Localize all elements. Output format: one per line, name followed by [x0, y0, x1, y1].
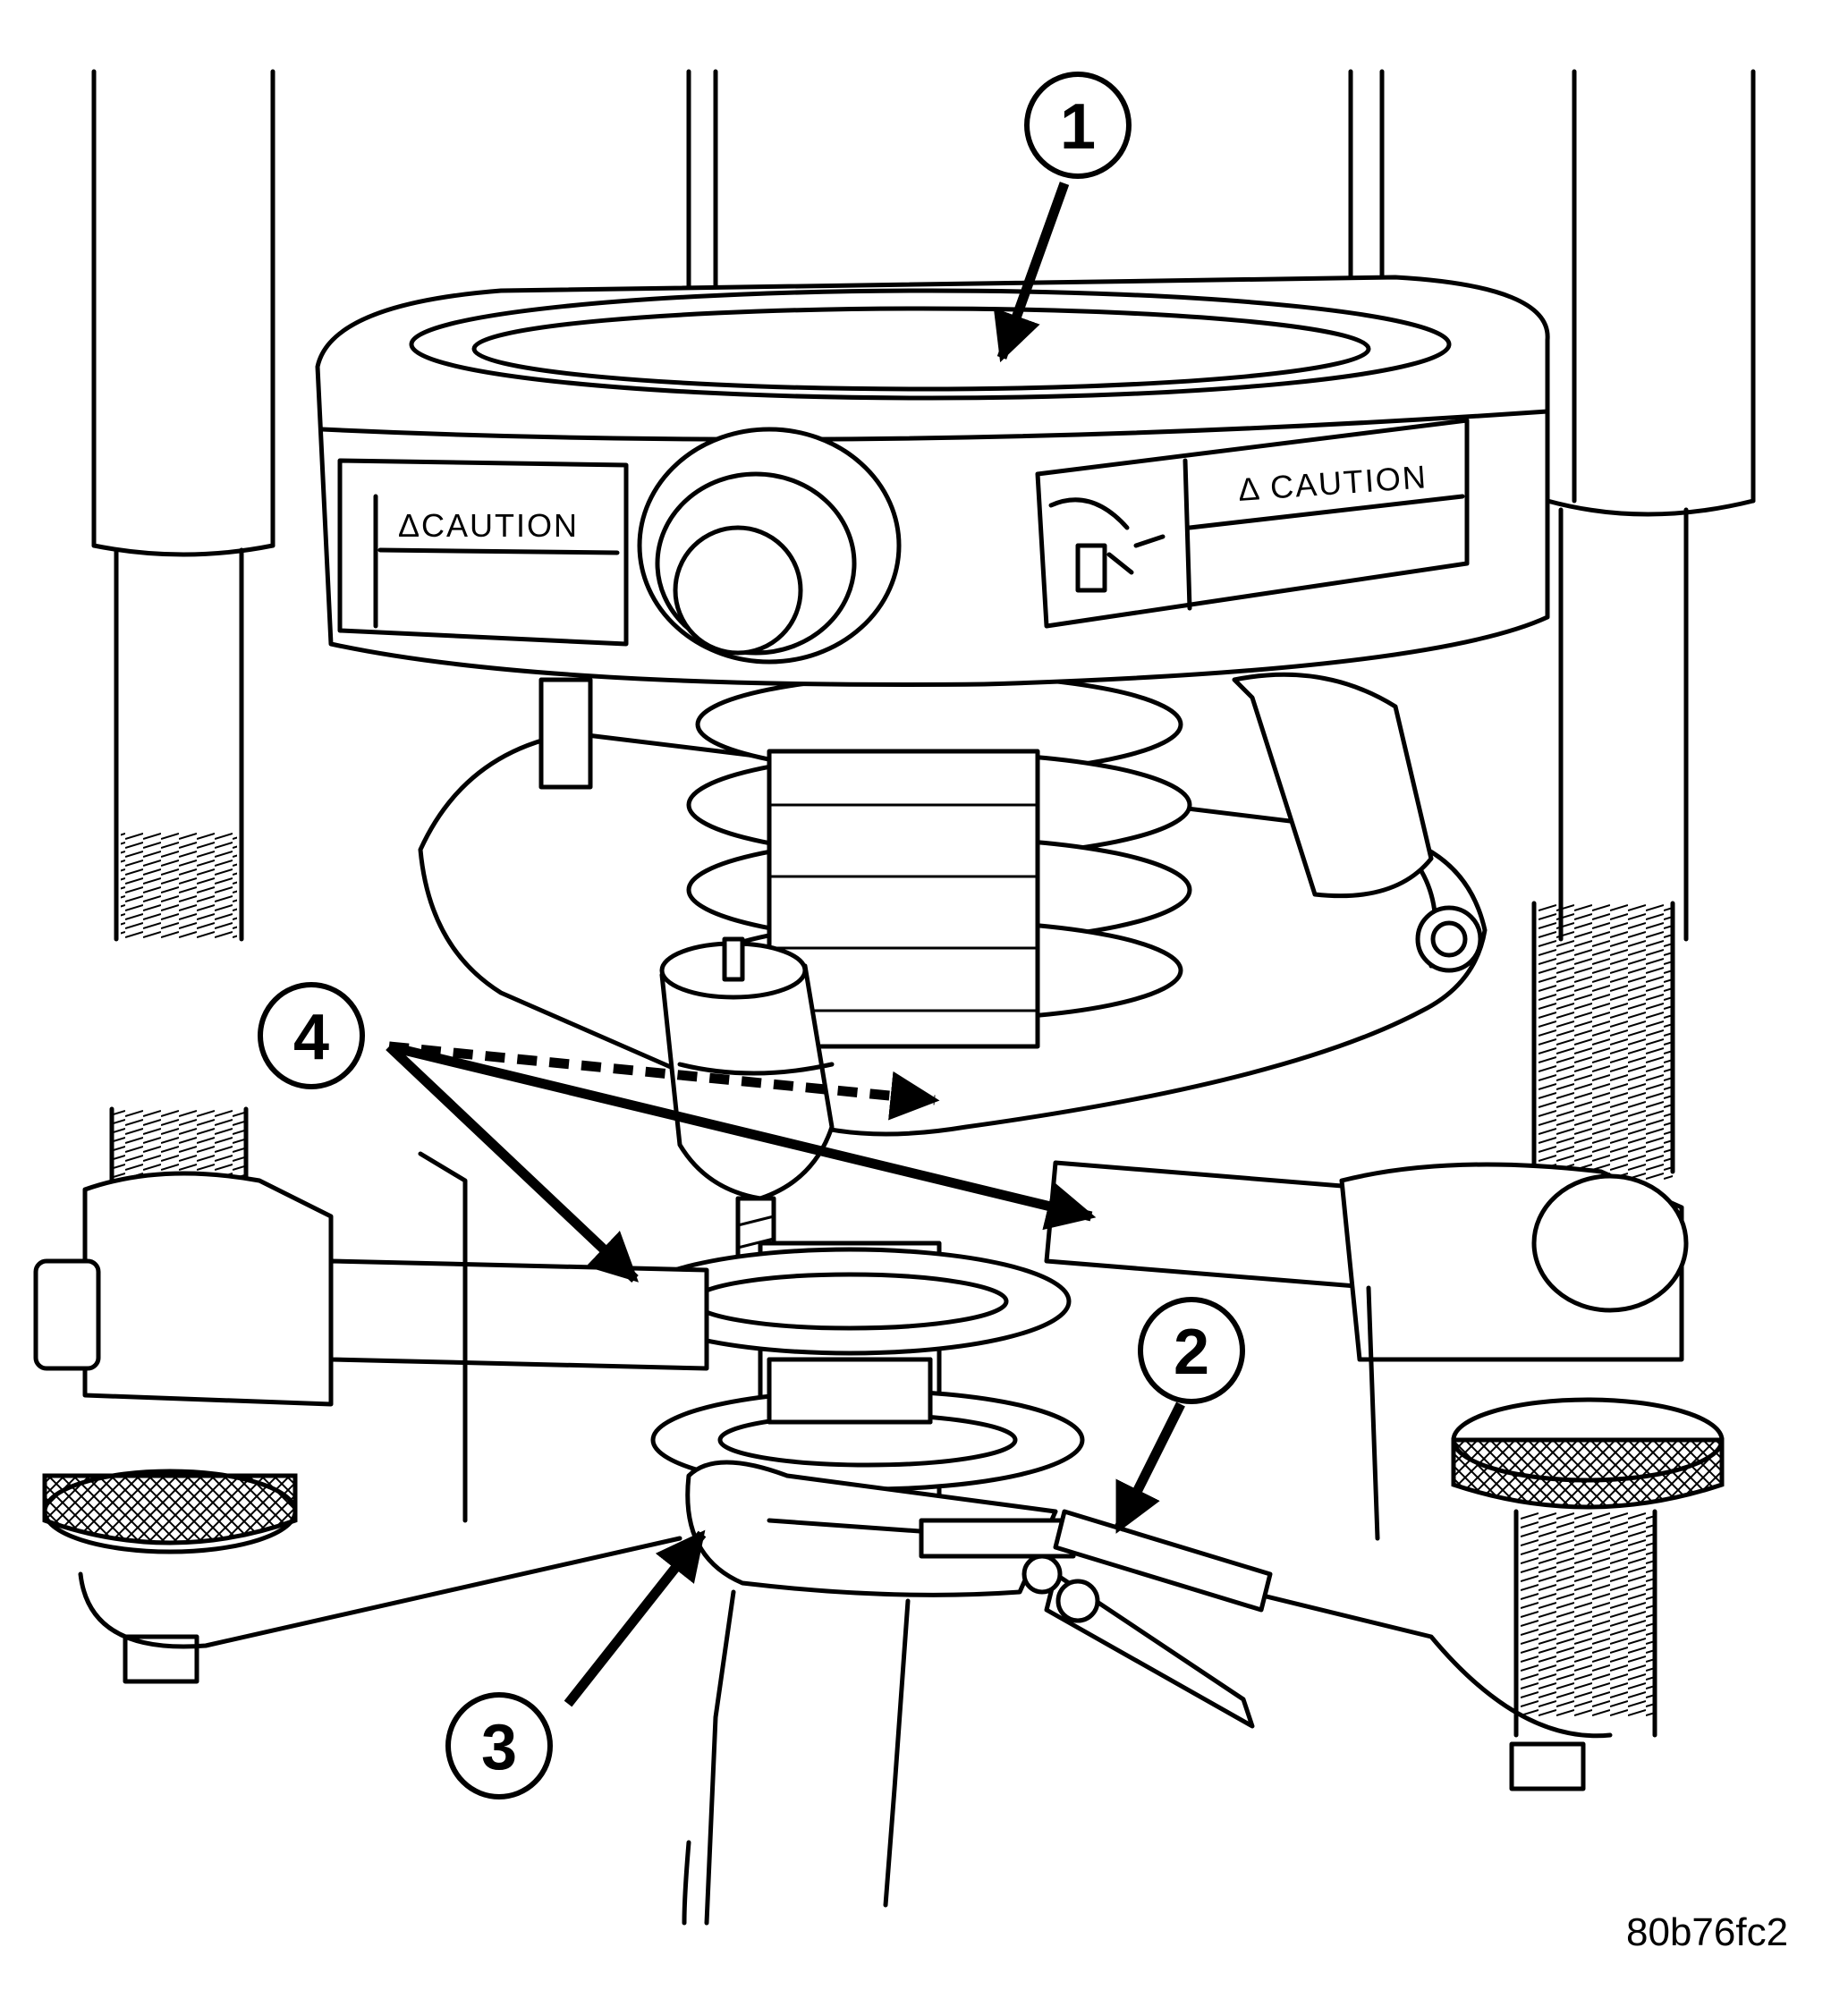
left-compressor-column — [91, 69, 276, 1264]
strut-body — [682, 1589, 911, 1926]
right-compressor-column — [1513, 69, 1756, 1738]
dashed-arrow-icon — [388, 1041, 940, 1121]
compressor-top-plate: ΔCAUTION Δ CAUTION — [315, 275, 1550, 790]
caution-label-left-text: ΔCAUTION — [398, 507, 579, 544]
callout-4: 4 — [258, 982, 365, 1089]
arrow-icon — [564, 1529, 707, 1707]
callout-1-number: 1 — [1060, 91, 1096, 163]
callout-4-number: 4 — [293, 1002, 329, 1073]
lower-tool-frame — [33, 1151, 1725, 1791]
upper-coil-spring — [686, 673, 1192, 1049]
callout-3-number: 3 — [481, 1712, 517, 1783]
callout-arrows — [386, 182, 1185, 1707]
arrow-icon — [993, 182, 1070, 363]
callout-2: 2 — [1138, 1297, 1245, 1404]
callout-3: 3 — [445, 1692, 553, 1799]
caution-label-pictogram-icon — [1048, 497, 1166, 593]
caution-label-left: ΔCAUTION — [337, 458, 629, 647]
clamp-tool — [919, 1509, 1273, 1729]
arrow-icon — [387, 1041, 1097, 1231]
figure-code: 80b76fc2 — [1626, 1910, 1788, 1954]
arrow-icon — [1114, 1401, 1185, 1534]
arrow-icon — [386, 1043, 639, 1283]
callout-2-number: 2 — [1174, 1317, 1209, 1388]
callout-1: 1 — [1024, 72, 1132, 179]
center-rails — [686, 69, 1385, 298]
